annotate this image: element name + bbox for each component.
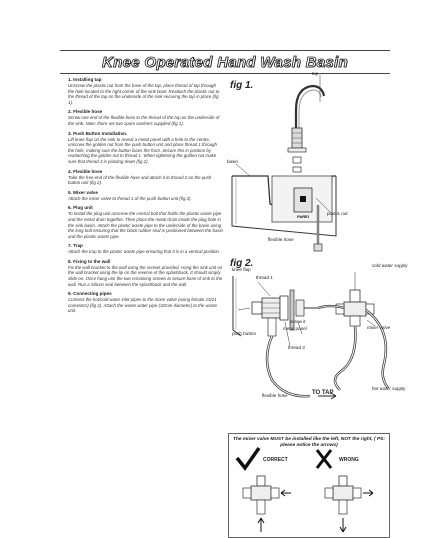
- section-body: Take the free end of the flexible hose a…: [68, 174, 212, 186]
- section-body: Unscrew the plastic nut from the base of…: [68, 83, 220, 105]
- section-heading: 9. Connecting pipes: [68, 291, 112, 297]
- section-heading: 5. Mixer valve: [68, 189, 98, 195]
- section-body: Attach the trap to the plastic waste pip…: [68, 249, 221, 255]
- fig2-label-hot-water: hot water supply: [372, 386, 406, 391]
- fig1-label-tap: tap: [312, 71, 319, 76]
- fig1-label-flexible-hose: flexible hose: [268, 237, 294, 242]
- section-body: Connect the hot/cold water inlet pipes t…: [68, 297, 217, 314]
- section-flexible-hose-2: 4. Flexible hose Take the free end of th…: [68, 169, 223, 186]
- fig2-label-thread3: thread 3: [288, 345, 305, 350]
- wrong-label: WRONG: [339, 457, 359, 463]
- section-flexible-hose: 2. Flexible hose Screw one end of the fl…: [68, 109, 223, 126]
- section-plug-unit: 6. Plug unit To install the plug unit un…: [68, 205, 223, 239]
- cross-mark-icon: [315, 449, 333, 469]
- fig2-title: fig 2.: [230, 258, 254, 269]
- section-heading: 3. Push Button Installation.: [68, 130, 128, 136]
- fig2-label-thread1: thread 1: [256, 275, 273, 280]
- section-heading: 1. Installing tap: [68, 77, 102, 82]
- fig2-label-to-tap: TO TAP: [312, 390, 334, 396]
- section-body: Screw one end of the flexible hose to th…: [68, 115, 220, 126]
- warning-text: The mixer valve MUST be installed like t…: [233, 437, 385, 448]
- fig2-label-push-button: push button: [232, 331, 257, 336]
- section-fixing-wall: 8. Fixing to the wall Fix the wall brack…: [68, 259, 223, 287]
- fig2-label-mixer-valve: mixer valve: [367, 325, 391, 330]
- fig2-label-screw: screw it: [290, 319, 306, 324]
- fig2-label-cold-water: cold water supply: [372, 263, 408, 268]
- wrong-valve-drawing: [324, 475, 374, 533]
- section-push-button: 3. Push Button Installation. Lift knee f…: [68, 131, 223, 165]
- section-heading: 2. Flexible hose: [68, 109, 103, 115]
- correct-wrong-diagram: [235, 446, 374, 533]
- section-trap: 7. Trap Attach the trap to the plastic w…: [68, 243, 223, 255]
- fig1-label-basin: basin: [227, 159, 238, 164]
- fig1-title: fig 1.: [230, 80, 254, 91]
- page-title: Knee Operated Hand Wash Basin: [102, 53, 348, 71]
- section-mixer-valve: 5. Mixer valve Attach the mixer valve to…: [68, 190, 223, 202]
- section-body: Attach the mixer valve to thread 1 of th…: [68, 195, 192, 201]
- correct-label: CORRECT: [263, 457, 288, 463]
- fig2-label-knee-flap: knee flap: [232, 267, 251, 272]
- fig1-label-plastic-nut: plastic nut: [327, 211, 348, 216]
- mixer-valve-warning-box: The mixer valve MUST be installed like t…: [228, 433, 390, 538]
- title-banner: Knee Operated Hand Wash Basin: [60, 50, 390, 74]
- section-heading: 4. Flexible hose: [68, 168, 103, 174]
- section-heading: 6. Plug unit: [68, 205, 93, 211]
- correct-valve-drawing: [242, 475, 291, 532]
- section-heading: 7. Trap: [68, 243, 83, 249]
- section-body: To install the plug unit unscrew the cen…: [68, 211, 223, 239]
- section-heading: 8. Fixing to the wall: [68, 258, 111, 264]
- svg-text:PAREI: PAREI: [297, 214, 309, 219]
- instructions-column: 1. Installing tap Unscrew the plastic nu…: [68, 77, 223, 318]
- fig2-label-flexible-hose: flexible hose: [262, 393, 288, 398]
- section-installing-tap: 1. Installing tap Unscrew the plastic nu…: [68, 77, 223, 105]
- section-body: Fix the wall bracket to the wall using t…: [68, 264, 223, 287]
- section-body: Lift knee flap on the sink to reveal a m…: [68, 136, 217, 164]
- check-mark-icon: [235, 446, 261, 471]
- section-connecting-pipes: 9. Connecting pipes Connect the hot/cold…: [68, 291, 223, 314]
- fig2-label-metal-panel: metal panel: [283, 326, 307, 331]
